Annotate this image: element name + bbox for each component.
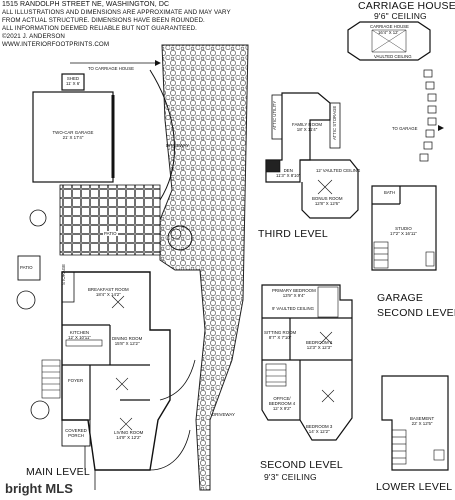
dining-name: DINING ROOM xyxy=(112,336,143,341)
studio-bath-label: BATH xyxy=(384,190,396,195)
lower-level-label: LOWER LEVEL xyxy=(376,481,453,493)
carriage-house-label: CARRIAGE HOUSE xyxy=(358,0,455,12)
basement-dim: 22' X 12'5" xyxy=(411,421,433,427)
shed-outline xyxy=(61,73,85,91)
driveway-front-label: DRIVEWAY xyxy=(212,412,235,417)
attic-storage-label: ATTIC STORAGE xyxy=(332,105,337,140)
dining-room: DINING ROOM 15'8" X 12'2" xyxy=(112,336,142,346)
copyright: ©2021 J. ANDERSON xyxy=(2,33,66,40)
studio-outline xyxy=(371,185,437,271)
carriage-room-dim: 16'4" X 12' xyxy=(378,30,399,35)
studio-name: STUDIO xyxy=(395,226,412,231)
second-level-outline xyxy=(261,284,353,441)
driveway-label: DRIVEWAY xyxy=(166,143,189,148)
vaulted-ceiling-label: 12' VAULTED CEILING xyxy=(316,168,361,173)
shed-dim: 11' X 6' xyxy=(65,81,81,87)
kitchen-room: KITCHEN 12' X 10'11" xyxy=(68,330,91,340)
studio-dim: 17'2" X 16'11" xyxy=(390,231,417,237)
carriage-ceiling-label: 9'6" CEILING xyxy=(374,11,427,21)
bedroom-3-name: BEDROOM 3 xyxy=(306,424,333,429)
carriage-vaulted: VAULTED CEILING xyxy=(374,54,412,59)
storage-label: STORAGE xyxy=(61,264,66,285)
den-dim: 11'3" X 8'10" xyxy=(276,173,301,179)
primary-dim: 13'9" X 9'4" xyxy=(282,293,306,299)
disclaimer-line-1: ALL ILLUSTRATIONS AND DIMENSIONS ARE APP… xyxy=(2,9,231,16)
dining-dim: 15'8" X 12'2" xyxy=(114,341,140,347)
living-name: LIVING ROOM xyxy=(114,430,144,435)
attic-utility-label: ATTIC UTILITY xyxy=(272,100,277,130)
kitchen-name: KITCHEN xyxy=(69,330,90,335)
breakfast-dim: 18'4" X 14'2" xyxy=(95,292,121,298)
shed-room: SHED 11' X 6' xyxy=(62,76,84,86)
primary-name: PRIMARY BEDROOM xyxy=(272,288,316,293)
shed-name: SHED xyxy=(66,76,80,81)
basement-name: BASEMENT xyxy=(410,416,435,421)
foyer-label: FOYER xyxy=(68,378,84,383)
bonus-room: BONUS ROOM 12'8" X 12'6" xyxy=(312,196,343,206)
garage-second-level-label: SECOND LEVEL xyxy=(377,307,455,319)
disclaimer-line-3: ALL INFORMATION DEEMED RELIABLE BUT NOT … xyxy=(2,25,197,32)
patio-side-label: PATIO xyxy=(20,265,33,270)
lower-level-outline xyxy=(381,375,449,471)
second-level-label: SECOND LEVEL xyxy=(260,459,343,471)
main-level-label: MAIN LEVEL xyxy=(26,466,90,478)
to-carriage-house: TO CARRIAGE HOUSE xyxy=(88,66,135,71)
disclaimer-line-2: FROM ACTUAL STRUCTURE. DIMENSIONS HAVE B… xyxy=(2,17,205,24)
garage-name: TWO-CAR GARAGE xyxy=(52,130,94,135)
den-name: DEN xyxy=(283,168,293,173)
second-level-ceiling: 9'3" CEILING xyxy=(264,472,317,482)
website: WWW.INTERIORFOOTPRINTS.COM xyxy=(2,41,110,48)
watermark-logo: bright MLS xyxy=(3,481,77,497)
sitting-name: SITTING ROOM xyxy=(264,330,297,335)
studio-room: STUDIO 17'2" X 16'11" xyxy=(390,226,417,236)
third-level-label: THIRD LEVEL xyxy=(258,228,328,240)
garage-room: TWO-CAR GARAGE 21' X 17'4" xyxy=(45,130,101,140)
office-dim: 12' X 9'2" xyxy=(272,406,292,412)
family-room: FAMILY ROOM 18' X 11'4" xyxy=(292,122,322,132)
breakfast-room: BREAKFAST ROOM 18'4" X 14'2" xyxy=(88,287,129,297)
sitting-dim: 8'7" X 7'10" xyxy=(268,335,292,341)
garage-dim: 21' X 17'4" xyxy=(62,135,84,141)
carriage-room-name: CARRIAGE HOUSE xyxy=(370,24,409,29)
living-room: LIVING ROOM 14'9" X 12'2" xyxy=(114,430,143,440)
basement-room: BASEMENT 22' X 12'5" xyxy=(410,416,434,426)
bedroom-3-dim: 14' X 12'2" xyxy=(308,429,330,435)
to-garage-label: TO GARAGE xyxy=(392,126,418,131)
office-bedroom-4: OFFICE/ BEDROOM 4 12' X 9'2" xyxy=(268,396,296,412)
bedroom-2: BEDROOM 2 12'3" X 12'3" xyxy=(306,340,332,350)
kitchen-dim: 12' X 10'11" xyxy=(68,335,91,341)
family-dim: 18' X 11'4" xyxy=(296,127,318,133)
bedroom-2-dim: 12'3" X 12'3" xyxy=(306,345,332,351)
carriage-house-outline xyxy=(347,21,431,61)
property-address: 1515 RANDOLPH STREET NE, WASHINGTON, DC xyxy=(2,1,170,8)
primary-vaulted: 9' VAULTED CEILING xyxy=(272,306,314,311)
covered-porch-label: COVERED PORCH xyxy=(65,428,87,439)
bonus-name: BONUS ROOM xyxy=(312,196,343,201)
primary-bedroom: PRIMARY BEDROOM 13'9" X 9'4" xyxy=(272,288,316,298)
family-name: FAMILY ROOM xyxy=(292,122,323,127)
bedroom-2-name: BEDROOM 2 xyxy=(306,340,333,345)
bedroom-3: BEDROOM 3 14' X 12'2" xyxy=(306,424,332,434)
patio-label: PATIO xyxy=(103,231,118,237)
garage-label: GARAGE xyxy=(377,292,424,304)
watermark-text: bright MLS xyxy=(5,481,73,496)
living-dim: 14'9" X 12'2" xyxy=(116,435,142,441)
den-room: DEN 11'3" X 8'10" xyxy=(276,168,301,178)
breakfast-name: BREAKFAST ROOM xyxy=(88,287,129,292)
bonus-dim: 12'8" X 12'6" xyxy=(314,201,340,207)
office-name: OFFICE/ BEDROOM 4 xyxy=(268,396,296,407)
sitting-room: SITTING ROOM 8'7" X 7'10" xyxy=(264,330,296,340)
